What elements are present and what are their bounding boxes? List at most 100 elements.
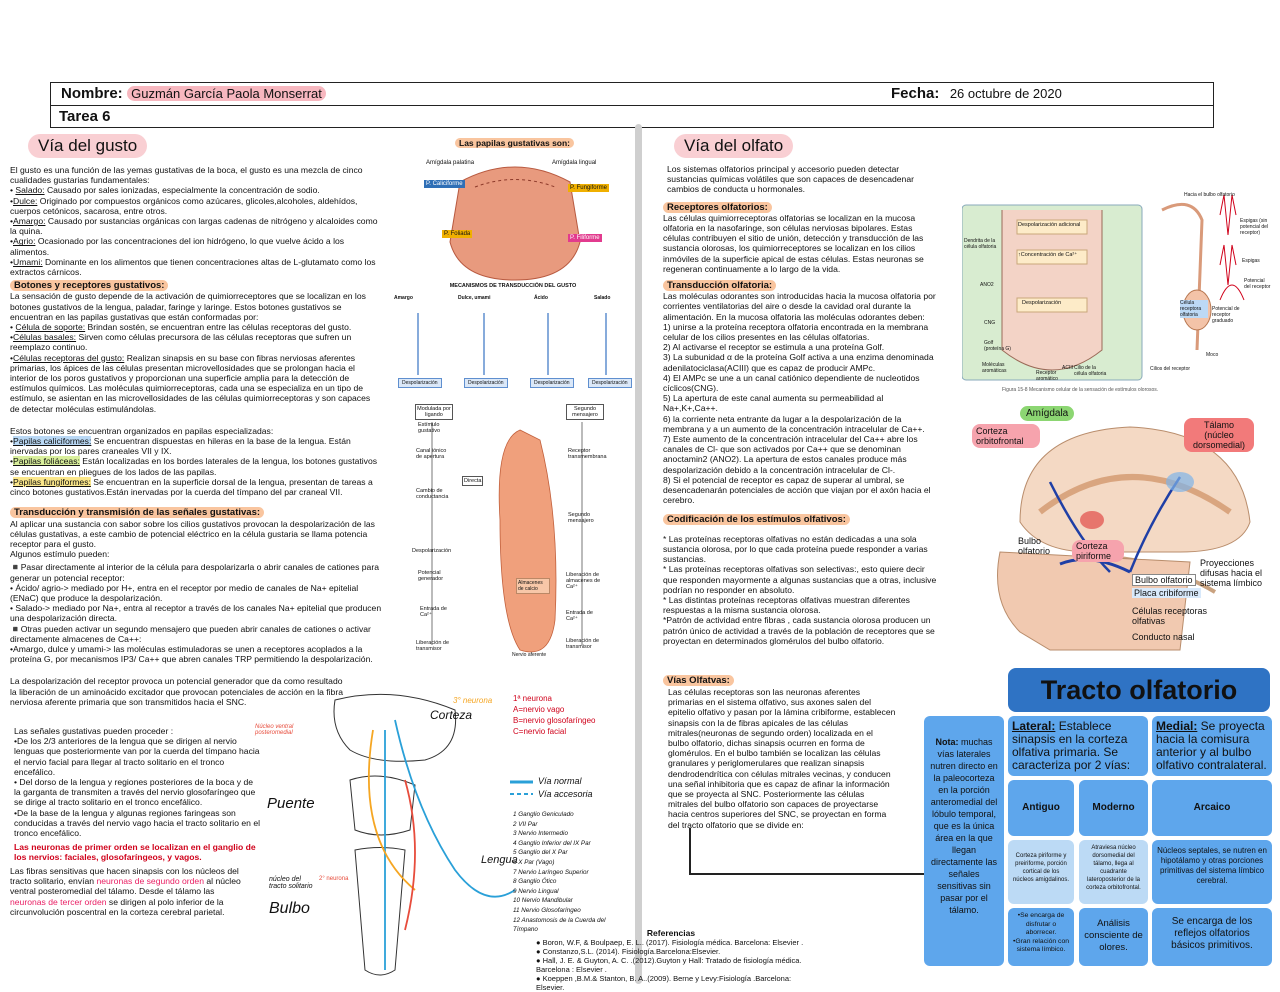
header-divider xyxy=(51,105,1213,106)
flow-label: Entrada de Ca²⁺ xyxy=(566,610,593,622)
numbered-item: 2 VII Par xyxy=(513,820,538,828)
pathway-label-pons: Puente xyxy=(267,795,315,812)
brain-label-bulb: Bulbo olfatorio xyxy=(1018,536,1051,556)
numbered-item: 3 Nervio Intermedio xyxy=(513,830,568,838)
mech-col-sweet: Dulce, umami xyxy=(458,295,491,301)
olfato-text-column: Los sistemas olfatorios principal y acce… xyxy=(663,164,939,646)
vias-title-wrap: Vías Olfatvas: xyxy=(663,670,734,688)
flow-label: Liberación de almacenes de Ca²⁺ xyxy=(566,572,601,590)
cod-title: Codificación de los estímulos olfativos: xyxy=(663,513,850,525)
numbered-item: 5 Ganglio del X Par xyxy=(513,849,568,857)
signals-column: Las señales gustativas pueden proceder :… xyxy=(14,726,262,863)
reference-item: ● Hall, J. E. & Guyton, A. C. .(2012).Gu… xyxy=(536,956,802,974)
neuron-legend: 1ª neurona A=nervio vago B=nervio glosof… xyxy=(513,693,596,737)
flow-box: Modulada por ligando xyxy=(415,404,453,420)
reference-item: ● Constanzo,S.L. (2014). Fisiología.Barc… xyxy=(536,947,721,956)
moderno-list: Análisis consciente de olores. xyxy=(1079,908,1148,966)
neuron-legend-item: 1ª neurona xyxy=(513,694,552,703)
flow-lines xyxy=(431,422,583,653)
pathway-label-second: 2° neurona xyxy=(319,876,349,882)
name-label: Nombre: xyxy=(61,85,123,102)
name-value: Guzmán García Paola Monserrat xyxy=(127,86,326,101)
papila-item: •Papilas foliáceas: Están localizadas en… xyxy=(10,456,378,477)
pathway-sketch xyxy=(333,693,533,976)
pathway-label-cortex: Corteza xyxy=(430,708,473,722)
numbered-item: 8 Ganglio Ótico xyxy=(513,878,557,886)
header-box: Nombre: Guzmán García Paola Monserrat Fe… xyxy=(50,82,1214,128)
foliada-label: P. Foliada xyxy=(442,230,473,238)
antiguo-text: Corteza piriforme y preiriforme, porción… xyxy=(1008,840,1074,904)
brain-label-ofc: Corteza orbitofrontal xyxy=(972,424,1040,448)
receptor-figure: Despolarización adicional ↑Concentración… xyxy=(962,190,1274,400)
gusto-text-column: El gusto es una función de las yemas gus… xyxy=(10,165,382,707)
mech-col-salty: Salado xyxy=(594,295,611,301)
numbered-item: 6 X Par (Vago) xyxy=(513,858,555,866)
trans-item: ◾Otras pueden activar un segundo mensaje… xyxy=(10,623,371,644)
brain-label-bulb2: Bulbo olfatorio xyxy=(1132,574,1196,586)
mech-box-1: Despolarización xyxy=(398,378,442,388)
receptor-label: Moléculas aromáticas xyxy=(982,362,1007,374)
olfato-intro: Los sistemas olfatorios principal y acce… xyxy=(667,164,914,195)
receptor-label: Potencial del receptor xyxy=(1244,278,1271,290)
olf-trans-item: 3) La subunidad α de la proteína Golf ac… xyxy=(663,352,934,373)
tongue-figure: Amígdala palatina Amígdala lingual P. Ca… xyxy=(420,152,610,282)
neuron-legend-item: C=nervio facial xyxy=(513,727,567,736)
arcaico-list: Se encarga de los reflejos olfatorios bá… xyxy=(1152,908,1272,966)
receptor-label: Moco xyxy=(1206,352,1219,358)
antiguo-list: •Se encarga de disfrutar o aborrecer. •G… xyxy=(1008,908,1074,966)
flow-label: Estímulo gustativo xyxy=(418,422,441,434)
receptor-label: Golf (proteína G) xyxy=(984,340,1011,352)
mech-box-4: Despolarización xyxy=(588,378,632,388)
trans-item: • Ácido/ agrio-> mediado por H+, entra e… xyxy=(10,582,359,603)
depol-text: La despolarización del receptor provoca … xyxy=(10,676,343,707)
flow-label: Segundo mensajero xyxy=(568,512,594,524)
references-title: Referencias xyxy=(646,928,696,938)
mech-box-2: Despolarización xyxy=(464,378,508,388)
tracto-title: Tracto olfatorio xyxy=(1008,668,1270,712)
date-row: Fecha: 26 octubre de 2020 xyxy=(891,85,1062,103)
trans-item: •Amargo, dulce y umami-> las moléculas e… xyxy=(10,643,373,665)
botones-text: La sensación de gusto depende de la acti… xyxy=(10,291,366,322)
flow-box-direct: Directa xyxy=(462,476,484,486)
arcaico-text: Núcleos septales, se nutren en hipotálam… xyxy=(1152,840,1272,904)
arcaico-card: Arcaico xyxy=(1152,780,1272,836)
brain-figure: Amígdala Corteza orbitofrontal Tálamo (n… xyxy=(972,402,1275,660)
neuron-legend-item: A=nervio vago xyxy=(513,705,565,714)
flow-label: Receptor transmembrana xyxy=(568,448,607,460)
vias-text: Las células receptoras son las neuronas … xyxy=(668,687,896,830)
flow-figure: Modulada por ligando Estímulo gustativo … xyxy=(400,400,632,668)
numbered-item: 10 Nervio Mandibular xyxy=(513,897,573,905)
numbered-item: 11 Nervio Glosofaríngeo xyxy=(513,906,581,914)
moderno-text: Atraviesa núcleo dorsomedial del tálamo,… xyxy=(1079,840,1148,904)
pathway-label-third: 3° neurona xyxy=(453,696,493,705)
quality-item: •Umami: Dominante en los alimentos que t… xyxy=(10,256,376,278)
flow-label: Entrada de Ca²⁺ xyxy=(420,606,447,618)
papilas-intro: Estos botones se encuentran organizados … xyxy=(10,425,274,436)
receptor-label: Potencial de receptor graduado xyxy=(1212,306,1240,324)
cod-item: * Las distintas proteínas receptoras olf… xyxy=(663,594,910,616)
caliciforme-label: P. Caliciforme xyxy=(424,180,465,188)
signal-item: •De la base de la lengua y algunas regio… xyxy=(14,807,261,839)
medial-card: Medial: Se proyecta hacia la comisura an… xyxy=(1152,716,1272,776)
pathway-label-tongue: Lengua xyxy=(481,854,518,866)
receptor-label: Espigas xyxy=(1242,258,1260,264)
receptor-label: Cilio de la célula olfatoria xyxy=(1074,365,1107,377)
quality-item: •Dulce: Originado por compuestos orgánic… xyxy=(10,195,358,216)
vias-title: Vías Olfatvas: xyxy=(663,675,734,686)
date-label: Fecha: xyxy=(891,85,940,102)
lateral-card: Lateral: Establece sinapsis en la cortez… xyxy=(1008,716,1148,776)
cod-item: *Patrón de actividad entre fibras , cada… xyxy=(663,615,935,646)
gusto-title: Vía del gusto xyxy=(28,134,148,158)
quality-item: •Amargo: Causado por sustancias orgánica… xyxy=(10,216,378,237)
brain-label-piriform: Corteza piriforme xyxy=(1072,540,1124,562)
olfato-title: Vía del olfato xyxy=(674,134,794,158)
pathway-label-vpm: Núcleo ventral posteromedial xyxy=(255,724,294,736)
quality-item: •Agrio: Ocasionado por las concentracion… xyxy=(10,236,345,257)
signal-item: • Del dorso de la lengua y regiones post… xyxy=(14,777,256,808)
olf-trans-title: Transducción olfatoria: xyxy=(663,280,777,292)
receptor-label: Dendrita de la célula olfatoria xyxy=(964,238,997,250)
numbered-legend: 1 Ganglio Geniculado 2 VII Par 3 Nervio … xyxy=(513,810,631,935)
flow-label: Liberación de transmisor xyxy=(566,638,600,650)
reference-item: ● Koeppen ,B.M.& Stanton, B. A..(2009). … xyxy=(536,974,792,992)
cod-item: * Las proteínas receptoras olfativas no … xyxy=(663,533,928,565)
